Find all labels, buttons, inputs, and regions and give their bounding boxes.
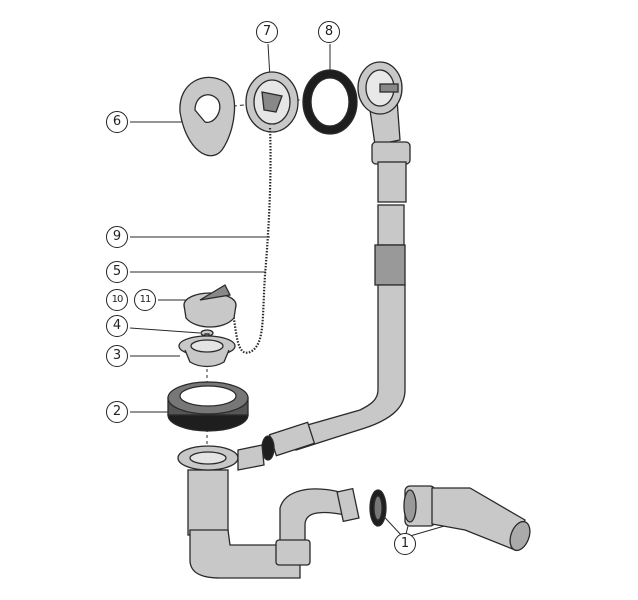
overflow-rosette-part	[245, 71, 299, 133]
outlet-nut-part	[403, 485, 436, 527]
waste-trap-part	[177, 444, 360, 579]
strainer-part	[178, 335, 236, 368]
overflow-hose-part	[289, 284, 406, 451]
plug-part	[183, 284, 237, 328]
callout-7: 7	[256, 21, 278, 43]
callout-10: 10	[106, 289, 128, 311]
callout-6: 6	[106, 111, 128, 133]
callout-3: 3	[106, 345, 128, 367]
leader-4	[129, 327, 201, 334]
callout-8: 8	[318, 21, 340, 43]
waste-gasket-part	[167, 381, 249, 432]
overflow-gasket-part	[302, 69, 358, 135]
callout-4: 4	[106, 315, 128, 337]
callout-9: 9	[106, 226, 128, 248]
chain-part	[221, 127, 272, 354]
callout-11: 11	[134, 289, 156, 311]
outlet-gasket-part	[369, 489, 387, 527]
callout-1: 1	[394, 533, 416, 555]
callout-5: 5	[106, 261, 128, 283]
overflow-cover-part	[179, 76, 236, 157]
overflow-elbow-part	[357, 61, 411, 286]
outlet-bend-part	[431, 487, 531, 552]
callout-2: 2	[106, 401, 128, 423]
hose-connector-part	[261, 421, 316, 461]
